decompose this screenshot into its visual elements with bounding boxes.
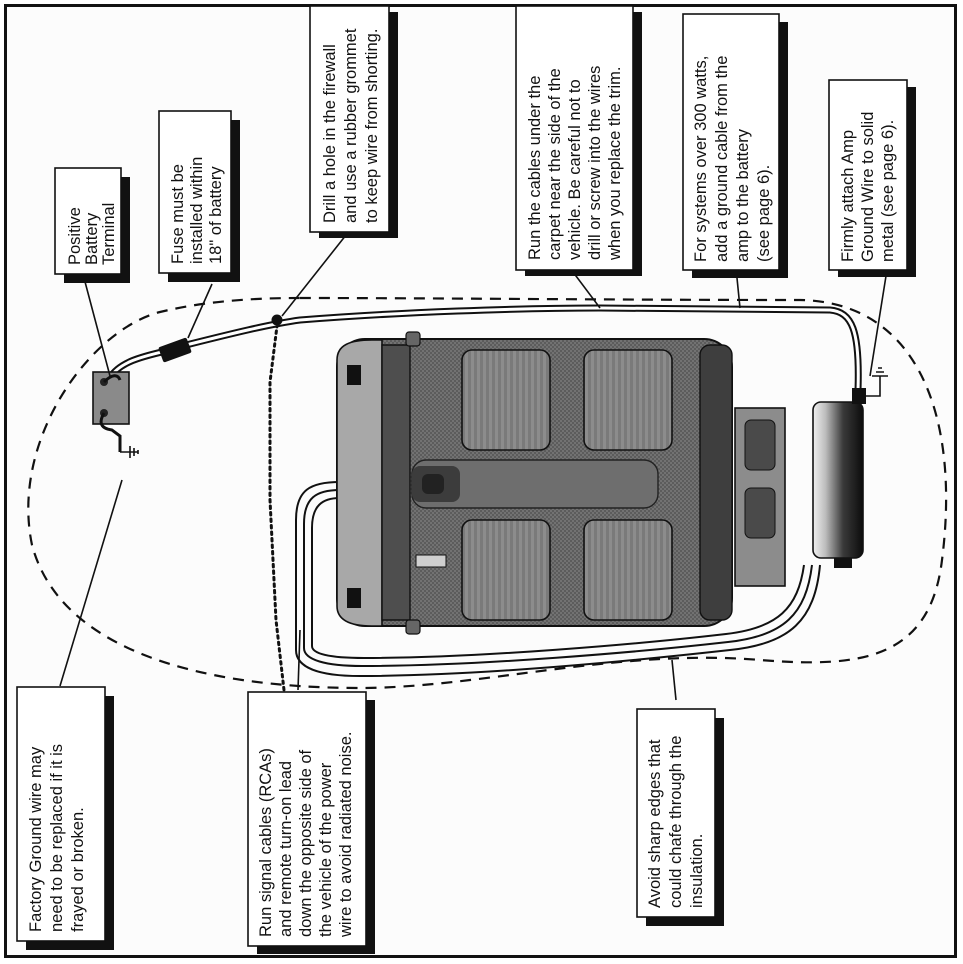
label-line: Run the cables under the	[526, 76, 544, 260]
svg-text:For systems over 300 watts,: For systems over 300 watts,	[692, 56, 710, 262]
svg-text:Run signal cables (RCAs): Run signal cables (RCAs)	[257, 748, 275, 937]
label-sharp-edges: Avoid sharp edges that could chafe throu…	[636, 708, 724, 926]
svg-text:could chafe through the: could chafe through the	[667, 736, 685, 908]
label-line: wire to avoid radiated noise.	[337, 732, 355, 938]
label-amp-ground: Firmly attach Amp Ground Wire to solid m…	[828, 79, 916, 277]
svg-text:metal (see page 6).: metal (see page 6).	[879, 120, 897, 262]
svg-text:Avoid sharp edges that: Avoid sharp edges that	[646, 739, 664, 908]
svg-text:insulation.: insulation.	[688, 834, 706, 908]
battery	[92, 371, 139, 458]
label-line: carpet near the side of the	[546, 68, 564, 260]
vehicle	[336, 331, 733, 635]
svg-text:installed within: installed within	[188, 157, 206, 264]
label-line: installed within	[188, 157, 206, 264]
svg-text:drill or screw into the wires: drill or screw into the wires	[586, 66, 604, 260]
label-line: For systems over 300 watts,	[692, 56, 710, 262]
label-line: Firmly attach Amp	[839, 130, 857, 262]
label-line: Fuse must be	[169, 164, 187, 264]
label-line: insulation.	[688, 834, 706, 908]
label-line: down the opposite side of	[297, 749, 315, 937]
label-line: Avoid sharp edges that	[646, 739, 664, 908]
label-line: Run signal cables (RCAs)	[257, 748, 275, 937]
label-line: Ground Wire to solid	[859, 112, 877, 262]
label-line: metal (see page 6).	[879, 120, 897, 262]
label-carpet: Run the cables under the carpet near the…	[515, 5, 642, 276]
svg-text:when you replace the trim.: when you replace the trim.	[606, 66, 624, 261]
label-line: (see page 6).	[755, 165, 773, 262]
svg-text:amp to the battery: amp to the battery	[734, 128, 752, 262]
label-fuse: Fuse must be installed within 18" of bat…	[158, 110, 240, 282]
label-line: and remote turn-on lead	[277, 761, 295, 937]
label-firewall: Drill a hole in the firewall and use a r…	[309, 5, 398, 238]
svg-text:to keep wire from shorting.: to keep wire from shorting.	[363, 29, 381, 223]
label-line: add a ground cable from the	[713, 56, 731, 262]
label-line: the vehicle of the power	[317, 762, 335, 937]
grommet	[271, 314, 283, 326]
svg-text:18" of battery: 18" of battery	[207, 166, 225, 264]
svg-text:wire to avoid radiated noise.: wire to avoid radiated noise.	[337, 732, 355, 938]
svg-text:carpet near the side of the: carpet near the side of the	[546, 68, 564, 260]
label-line: need to be replaced if it is	[48, 744, 66, 932]
svg-text:Firmly attach Amp: Firmly attach Amp	[839, 130, 857, 262]
label-ground-cable: For systems over 300 watts, add a ground…	[682, 13, 788, 278]
label-line: to keep wire from shorting.	[363, 29, 381, 223]
firewall-line	[268, 316, 286, 692]
label-line: Positive	[66, 207, 84, 265]
svg-text:Factory Ground wire may: Factory Ground wire may	[27, 746, 45, 932]
leader-lines	[59, 229, 887, 701]
svg-text:frayed or broken.: frayed or broken.	[69, 807, 87, 932]
label-factory-ground: Factory Ground wire may need to be repla…	[16, 686, 114, 950]
svg-text:Drill a hole in the firewall: Drill a hole in the firewall	[321, 44, 339, 223]
label-line: Battery	[83, 212, 101, 265]
label-line: vehicle. Be careful not to	[566, 79, 584, 260]
label-line: amp to the battery	[734, 128, 752, 262]
svg-text:Fuse must be: Fuse must be	[169, 164, 187, 264]
svg-text:need to be replaced if it is: need to be replaced if it is	[48, 744, 66, 932]
svg-text:and remote turn-on lead: and remote turn-on lead	[277, 761, 295, 937]
fuse	[158, 337, 192, 363]
svg-text:the vehicle of the power: the vehicle of the power	[317, 762, 335, 937]
label-positive-terminal: Positive Battery Terminal	[54, 167, 130, 283]
svg-text:Terminal: Terminal	[100, 203, 118, 265]
label-signal-cables: Run signal cables (RCAs) and remote turn…	[247, 691, 375, 954]
label-line: drill or screw into the wires	[586, 66, 604, 260]
label-line: Terminal	[100, 203, 118, 265]
svg-text:Battery: Battery	[83, 212, 101, 265]
svg-text:Run the cables under the: Run the cables under the	[526, 76, 544, 260]
label-line: Factory Ground wire may	[27, 746, 45, 932]
label-line: frayed or broken.	[69, 807, 87, 932]
amplifier	[812, 367, 888, 568]
label-line: when you replace the trim.	[606, 66, 624, 261]
label-line: could chafe through the	[667, 736, 685, 908]
label-line: and use a rubber grommet	[342, 28, 360, 223]
svg-text:Positive: Positive	[66, 207, 84, 265]
label-line: 18" of battery	[207, 166, 225, 264]
svg-text:(see page 6).: (see page 6).	[755, 165, 773, 262]
svg-text:add a ground cable from the: add a ground cable from the	[713, 56, 731, 262]
svg-text:down the opposite side of: down the opposite side of	[297, 749, 315, 937]
svg-text:Ground Wire to solid: Ground Wire to solid	[859, 112, 877, 262]
svg-text:vehicle. Be careful not to: vehicle. Be careful not to	[566, 79, 584, 260]
svg-text:and use a rubber grommet: and use a rubber grommet	[342, 28, 360, 223]
signal-cables	[295, 481, 821, 678]
label-line: Drill a hole in the firewall	[321, 44, 339, 223]
speaker-box	[734, 407, 786, 587]
